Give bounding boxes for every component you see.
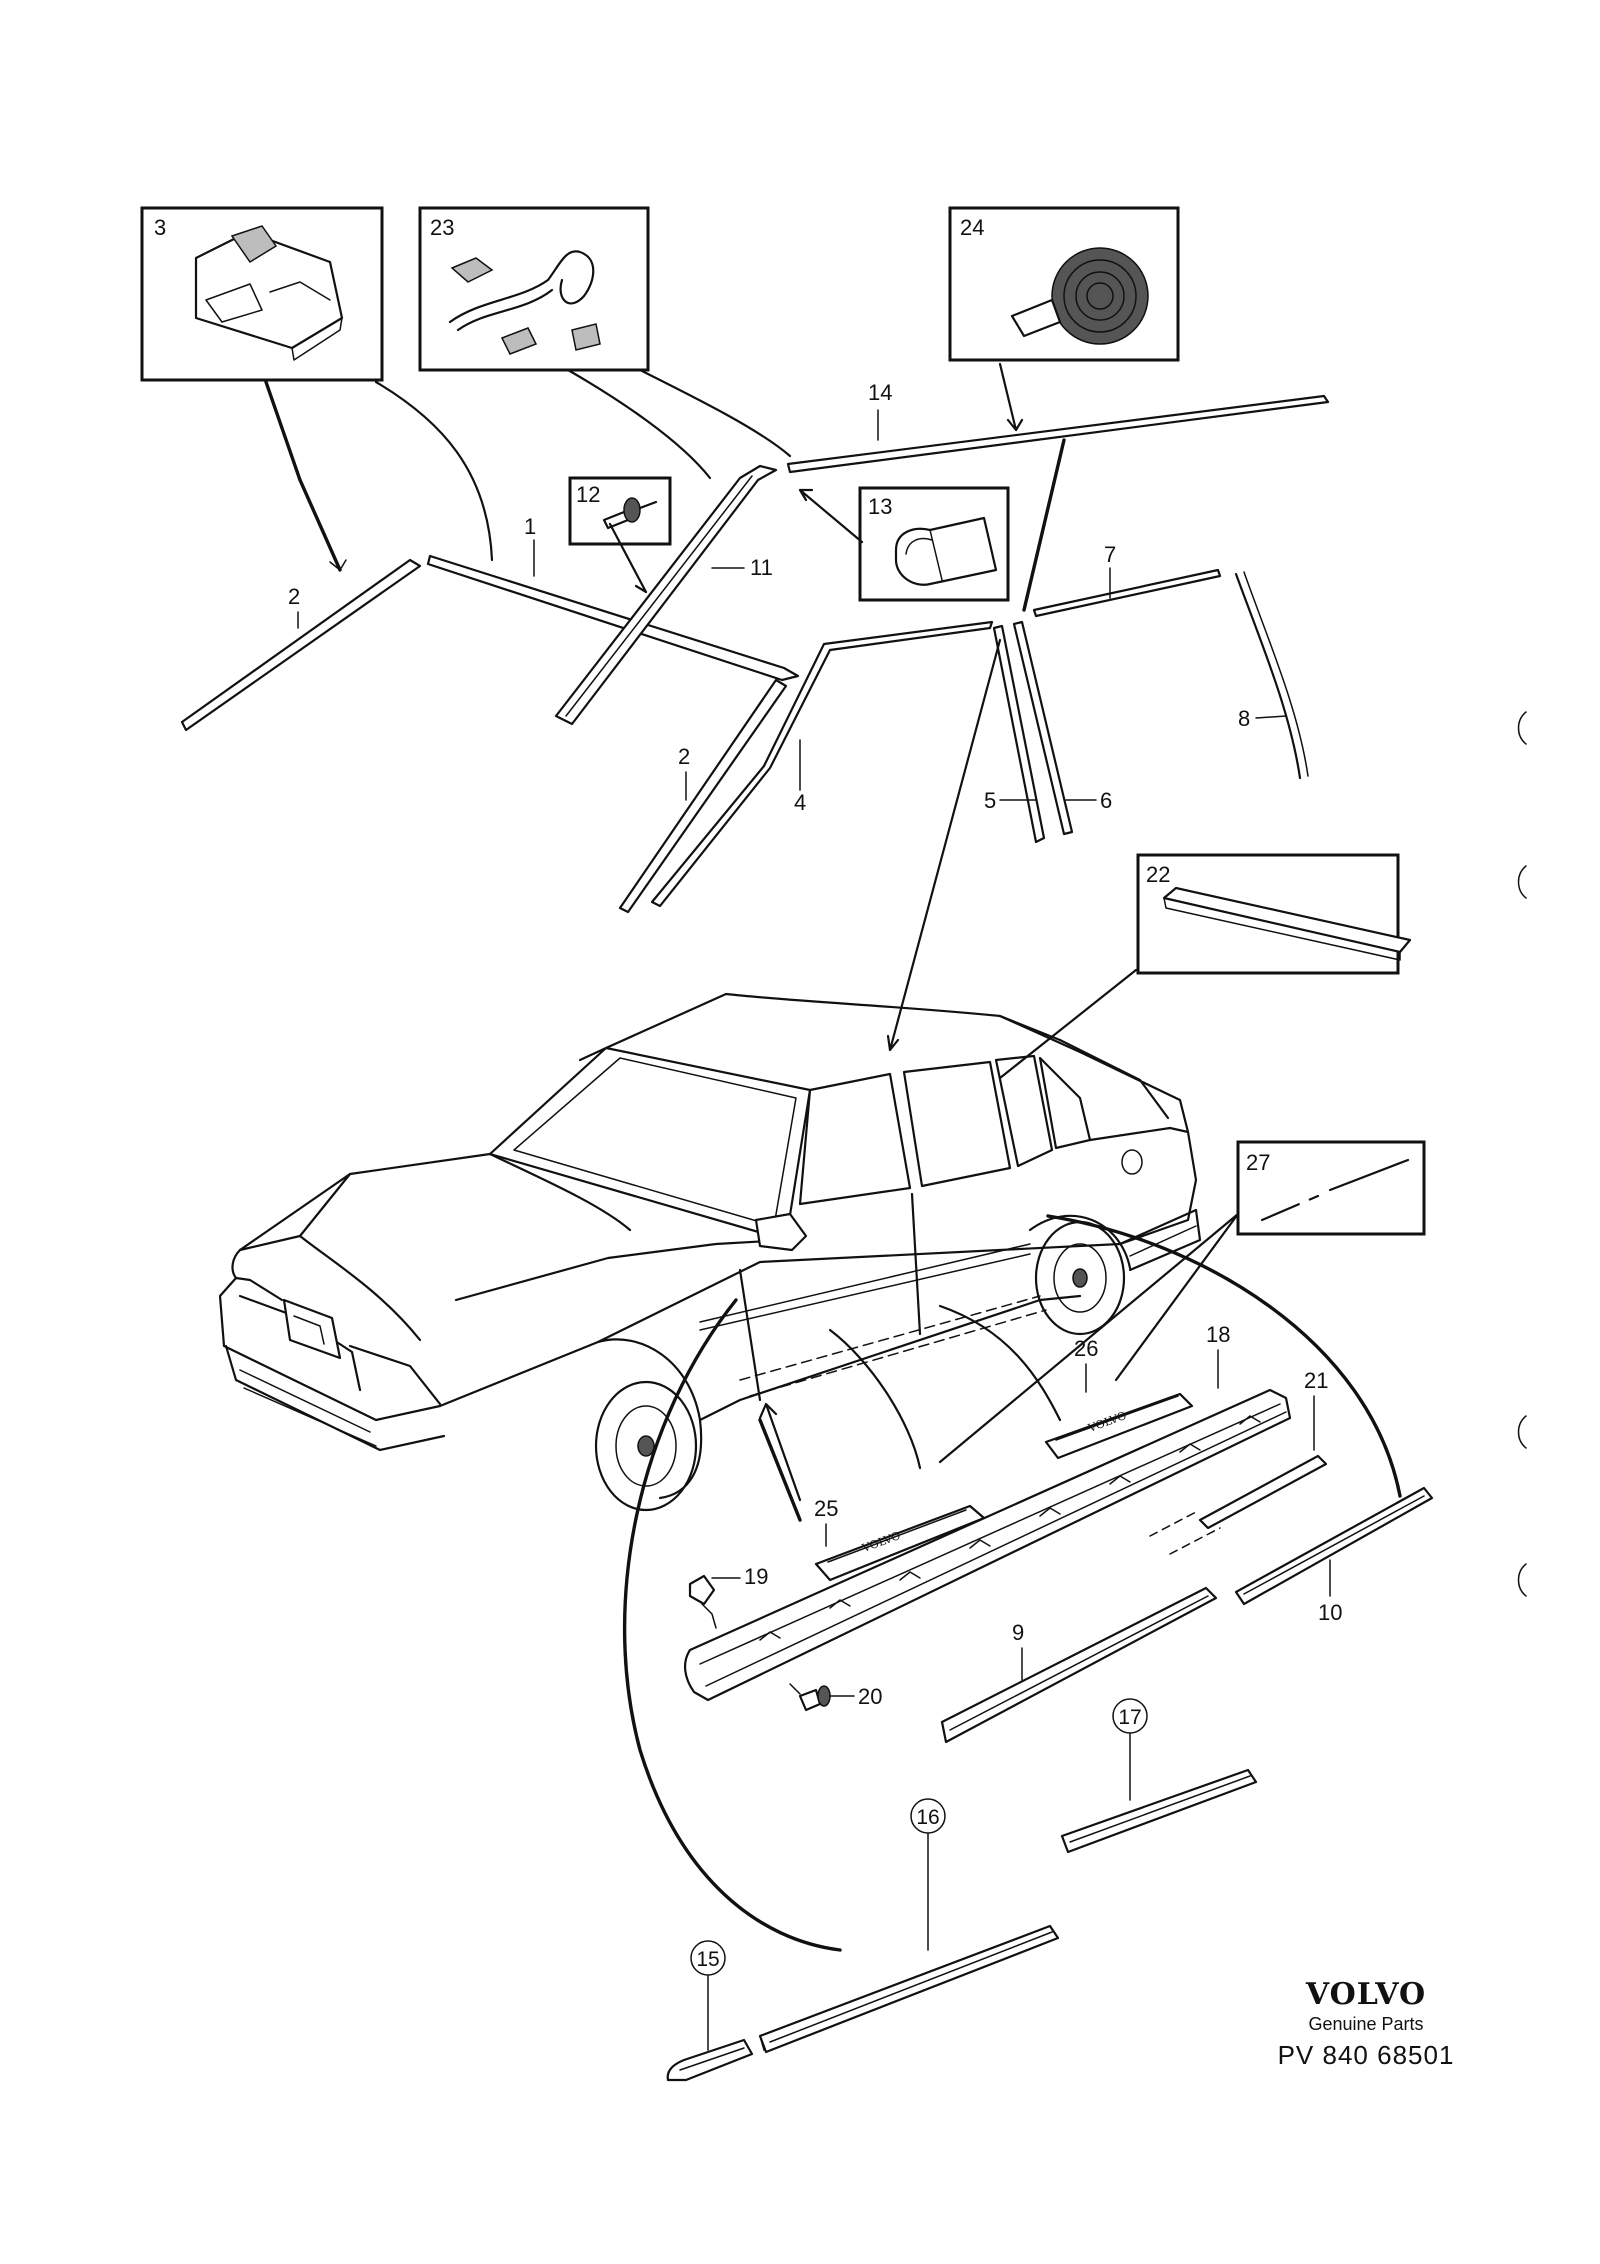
tape-roll-part: [1051, 247, 1149, 345]
detail-box-13: 13: [858, 486, 1010, 602]
moulding-6: [1012, 620, 1074, 836]
callout-5: 5: [984, 788, 996, 813]
callout-20: 20: [858, 1684, 882, 1709]
detail-box-27: 27: [1236, 1140, 1426, 1236]
seal-pad-part: [450, 257, 494, 283]
callout-7: 7: [1104, 542, 1116, 567]
moulding-11: [554, 464, 778, 726]
strip-9: [940, 1586, 1218, 1744]
callout-16: 16: [916, 1806, 939, 1829]
callout-14: 14: [868, 380, 892, 405]
moulding-4: [650, 620, 994, 908]
seal-strip-part: [448, 250, 595, 324]
callout-25: 25: [814, 1496, 838, 1521]
strip-21: [1149, 1454, 1328, 1555]
circled-callout-17: [1112, 1698, 1148, 1734]
brand-subtitle: Genuine Parts: [1308, 2014, 1423, 2034]
circled-callout-16: [910, 1798, 946, 1834]
callout-19: 19: [744, 1564, 768, 1589]
moulding-7: [1032, 568, 1222, 618]
circled-callout-15: [690, 1940, 726, 1976]
brand-block: VOLVO Genuine Parts PV 840 68501: [1278, 1977, 1455, 2070]
moulding-15: [666, 2038, 754, 2082]
upper-mouldings: [180, 394, 1330, 914]
detail-box-24: 24: [948, 206, 1180, 362]
callout-8: 8: [1238, 706, 1250, 731]
callout-2b: 2: [678, 744, 690, 769]
callout-1: 1: [524, 514, 536, 539]
margin-mark: [1517, 711, 1527, 745]
callout-23: 23: [430, 215, 454, 240]
callout-18: 18: [1206, 1322, 1230, 1347]
leader-lines-lower: [622, 1212, 1402, 1952]
car-illustration: [218, 992, 1202, 1512]
moulding-2-lower: [618, 678, 788, 914]
leader-lines-upper: [264, 362, 1138, 1080]
detail-box-22: 22: [1136, 853, 1412, 975]
clip-20: [789, 1683, 831, 1712]
callout-27: 27: [1246, 1150, 1270, 1175]
moulding-5: [992, 624, 1046, 844]
moulding-14: [786, 394, 1330, 474]
callout-10: 10: [1318, 1600, 1342, 1625]
callout-15: 15: [696, 1948, 719, 1971]
rocker-panel-18: [684, 1388, 1292, 1702]
detail-box-12: 12: [568, 476, 672, 546]
callout-24: 24: [960, 215, 984, 240]
callout-9: 9: [1012, 1620, 1024, 1645]
volvo-logo: VOLVO: [1305, 1977, 1426, 2012]
part-code: PV 840 68501: [1278, 2040, 1455, 2070]
callout-4: 4: [794, 790, 806, 815]
strip-10: [1234, 1486, 1434, 1606]
decal-strip-part: [1260, 1194, 1320, 1222]
clip-19: [688, 1574, 717, 1629]
callout-12: 12: [576, 482, 600, 507]
callout-13: 13: [868, 494, 892, 519]
callout-22: 22: [1146, 862, 1170, 887]
detail-box-3: 3: [140, 206, 384, 382]
callout-21: 21: [1304, 1368, 1328, 1393]
moulding-1: [426, 554, 800, 682]
end-cap-part: [894, 516, 998, 586]
moulding-2-upper: [180, 558, 422, 732]
callout-2a: 2: [288, 584, 300, 609]
callout-6: 6: [1100, 788, 1112, 813]
trim-strip-part: [1162, 886, 1412, 954]
moulding-8: [1234, 572, 1302, 780]
callout-11: 11: [750, 555, 773, 580]
callout-17: 17: [1118, 1706, 1141, 1729]
moulding-17: [1060, 1768, 1258, 1854]
detail-box-23: 23: [418, 206, 650, 372]
moulding-16: [758, 1924, 1060, 2054]
callout-3: 3: [154, 215, 166, 240]
